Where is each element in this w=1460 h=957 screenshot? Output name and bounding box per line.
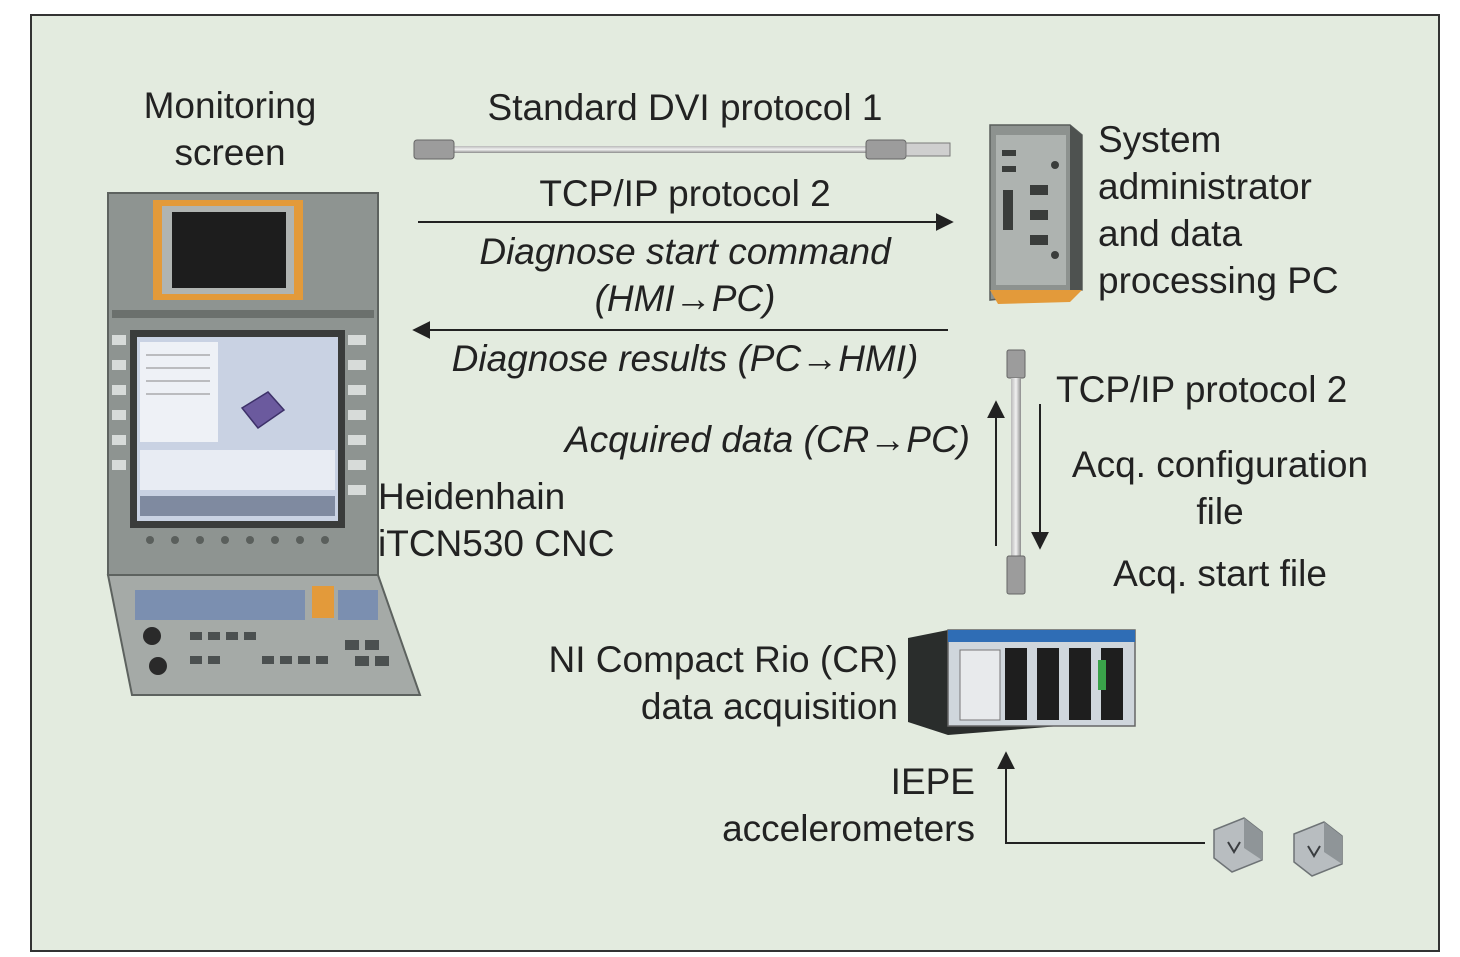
acq-config-label: Acq. configuration file [1071, 444, 1369, 532]
diagnose-start-label: Diagnose start command (HMI→PC) [479, 231, 891, 319]
iepe-label: IEPE accelerometers [722, 761, 975, 849]
dvi-cable-icon [413, 139, 951, 160]
system-pc-label: System administrator and data processing… [1098, 119, 1339, 301]
cnc-panel-icon [106, 192, 422, 696]
diagnose-results-label: Diagnose results (PC→HMI) [451, 338, 919, 379]
tcpip-top-label: TCP/IP protocol 2 [539, 173, 831, 214]
heidenhain-label: Heidenhain iTCN530 CNC [378, 476, 615, 564]
accelerometer-icon [1213, 817, 1343, 877]
acq-start-label: Acq. start file [1113, 553, 1327, 594]
acquired-data-label: Acquired data (CR→PC) [564, 419, 970, 460]
pc-icon [989, 124, 1083, 304]
monitoring-screen-label: Monitoring screen [143, 85, 317, 173]
ethernet-cable-icon [1006, 349, 1026, 595]
compact-rio-icon [908, 629, 1136, 735]
ni-rio-label: NI Compact Rio (CR) data acquisition [548, 639, 899, 727]
tcpip-right-label: TCP/IP protocol 2 [1056, 369, 1348, 410]
dvi-protocol-label: Standard DVI protocol 1 [487, 87, 883, 128]
arrow-iepe [997, 751, 1205, 844]
